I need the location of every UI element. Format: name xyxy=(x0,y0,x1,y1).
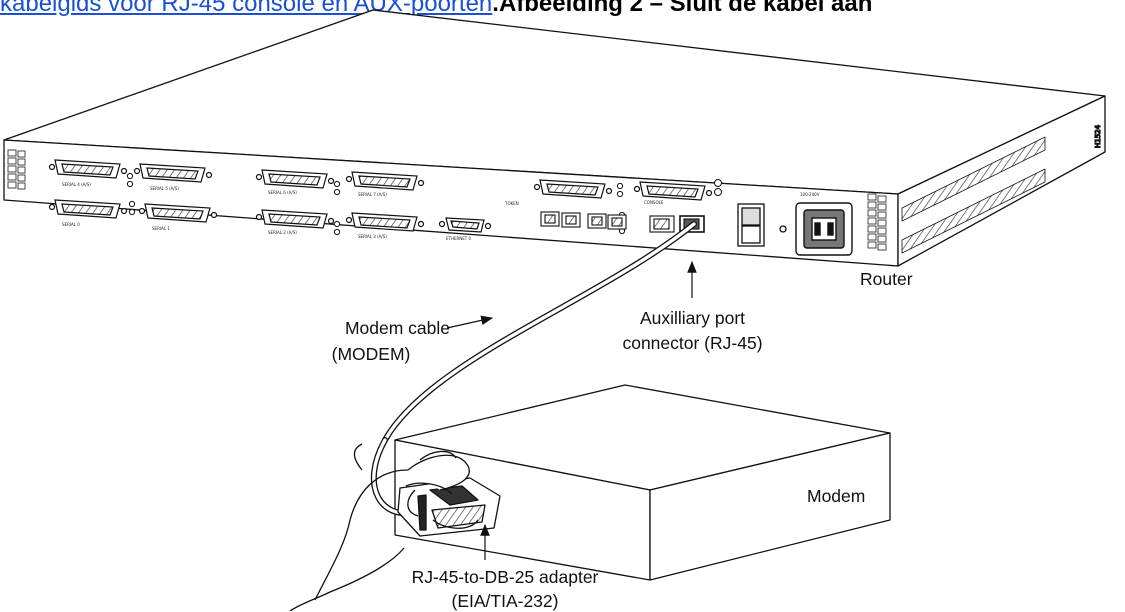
modem-box xyxy=(394,384,891,581)
aux-port-label: Auxilliary port xyxy=(639,308,746,328)
tiny-port-labels: SERIAL 4 (A/S) SERIAL 5 (A/S) SERIAL 0 S… xyxy=(62,182,820,241)
modem-cable-sublabel: (MODEM) xyxy=(331,344,411,364)
serial-port-1 xyxy=(133,163,213,183)
power-inlet xyxy=(795,202,853,256)
callout-arrows xyxy=(446,260,697,560)
router-label: Router xyxy=(860,269,913,289)
right-vents xyxy=(867,193,887,251)
adapter-label: RJ-45-to-DB-25 adapter xyxy=(411,567,599,587)
serial-port-7 xyxy=(345,212,425,232)
serial-port-8 xyxy=(533,179,613,199)
serial-port-3 xyxy=(138,203,218,223)
router-chassis: H1524 xyxy=(3,9,1106,267)
adapter-and-hand xyxy=(289,443,501,611)
serial-port-6 xyxy=(255,209,335,229)
serial-port-5 xyxy=(345,171,425,191)
adapter-sublabel: (EIA/TIA-232) xyxy=(451,591,559,611)
modem-cable-label: Modem cable xyxy=(344,318,450,338)
rj45-sockets xyxy=(540,211,705,233)
serial-port-4 xyxy=(255,169,335,189)
serial-port-2 xyxy=(48,199,128,219)
svg-text:SERIAL 0: SERIAL 0 xyxy=(62,222,80,227)
svg-text:SERIAL 2 (A/S): SERIAL 2 (A/S) xyxy=(268,230,297,235)
svg-text:SERIAL 6 (A/S): SERIAL 6 (A/S) xyxy=(268,190,297,195)
figure-caption: .Afbeelding 2 – Sluit de kabel aan xyxy=(492,0,873,17)
serial-ports xyxy=(48,159,713,233)
serial-port-0 xyxy=(48,159,128,179)
power-switch xyxy=(737,203,787,247)
svg-text:100-240V: 100-240V xyxy=(800,192,820,197)
serial-port-9 xyxy=(633,181,713,201)
svg-text:SERIAL 7 (A/S): SERIAL 7 (A/S) xyxy=(358,192,387,197)
left-vents xyxy=(7,149,26,190)
svg-text:SERIAL 5 (A/S): SERIAL 5 (A/S) xyxy=(150,186,179,191)
aux-port-sublabel: connector (RJ-45) xyxy=(622,333,763,353)
svg-text:SERIAL 4 (A/S): SERIAL 4 (A/S) xyxy=(62,182,91,187)
svg-text:SERIAL 3 (A/S): SERIAL 3 (A/S) xyxy=(358,234,387,239)
svg-text:H1524: H1524 xyxy=(1094,124,1102,148)
svg-text:TOKEN: TOKEN xyxy=(504,201,519,206)
svg-text:SERIAL 1: SERIAL 1 xyxy=(152,226,170,231)
modem-label: Modem xyxy=(807,486,866,506)
svg-text:ETHERNET 0: ETHERNET 0 xyxy=(446,236,472,241)
db15-port xyxy=(438,217,492,233)
svg-text:CONSOLE: CONSOLE xyxy=(644,200,664,205)
